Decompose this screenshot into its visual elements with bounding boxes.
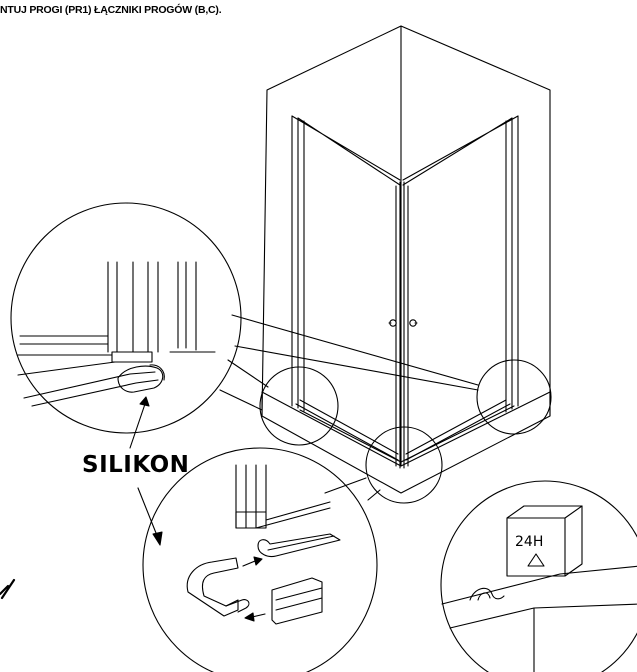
- detail-view-connectors: [138, 448, 377, 672]
- wall-outline: [262, 26, 550, 493]
- left-panel-frame: [292, 116, 304, 411]
- detail-view-frame-seal: [11, 203, 241, 448]
- detail-circle-left: [260, 367, 338, 445]
- connector-lines: [220, 315, 478, 500]
- warning-triangle-icon: [528, 554, 544, 566]
- checkmark-icon: [0, 580, 14, 598]
- detail-view-curing: 24H: [441, 481, 637, 672]
- shower-tray-top: [262, 392, 550, 466]
- silikon-label: SILIKON: [82, 452, 190, 478]
- bottom-profile-left: [296, 400, 398, 460]
- door-edge-left: [396, 182, 400, 468]
- right-panel-top: [403, 116, 518, 185]
- door-edge-right: [404, 182, 408, 468]
- detail-circle-center: [366, 427, 442, 503]
- right-panel-frame: [506, 116, 518, 412]
- bottom-profile-right: [406, 400, 510, 460]
- left-panel-top: [292, 116, 400, 185]
- cure-box-label: 24H: [515, 534, 543, 550]
- header-instruction: NTUJ PROGI (PR1) ŁĄCZNIKI PROGÓW (B,C).: [0, 4, 222, 16]
- shower-enclosure: [262, 26, 550, 493]
- cure-box: [507, 506, 582, 576]
- shower-tray-rim: [300, 406, 514, 462]
- detail-circle-right: [477, 360, 551, 434]
